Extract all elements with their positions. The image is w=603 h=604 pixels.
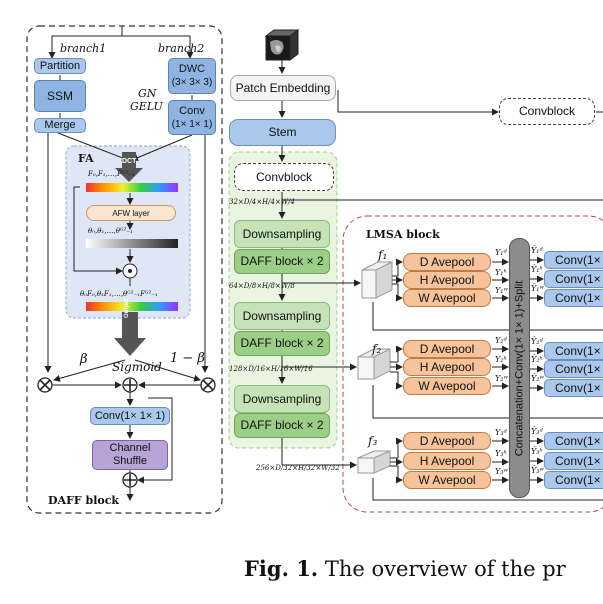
y-h2-label: Y₂ʰ <box>495 355 507 364</box>
conv-out-6: Conv(1× <box>544 379 603 397</box>
conv-out-5: Conv(1× <box>544 360 603 378</box>
branch1-label: branch1 <box>60 42 107 55</box>
daff-block-x2-3: DAFF block × 2 <box>234 413 330 438</box>
yhat-h2-label: Ŷ₂ʰ <box>531 355 543 364</box>
yhat-w2-label: Ŷ₂ʷ <box>531 374 544 383</box>
branch2-label: branch2 <box>158 42 205 55</box>
conv-out-9: Conv(1× <box>544 471 603 489</box>
sigmoid-label: Sigmoid <box>112 360 162 374</box>
yhat-w1-label: Ŷ₁ʷ <box>531 284 544 293</box>
yhat-d1-label: Ŷ₁ᵈ <box>531 246 543 255</box>
gelu-label: GELU <box>130 100 163 113</box>
w-avepool-1: W Avepool <box>403 289 491 307</box>
fa-title: FA <box>78 152 94 165</box>
daff-block-x2-1: DAFF block × 2 <box>234 249 330 274</box>
f2-label: f₂ <box>372 342 382 356</box>
conv-out-3: Conv(1× <box>544 289 603 307</box>
size-label-2: 64×D/8×H/8×W/8 <box>229 282 295 290</box>
size-label-4: 256×D/32×H/32×W/32 <box>256 464 340 472</box>
shuffle-label-2: Shuffle <box>112 455 148 467</box>
yhat-d3-label: Ŷ₃ᵈ <box>531 427 543 436</box>
y-d1-label: Y₁ᵈ <box>495 248 507 257</box>
yhat-w3-label: Ŷ₃ʷ <box>531 466 544 475</box>
partition-box: Partition <box>34 58 86 74</box>
dwc-box: DWC (3× 3× 3) <box>168 58 216 94</box>
ssm-box: SSM <box>34 80 86 112</box>
feature-cube-1 <box>361 261 393 299</box>
concat-label: Concatenation+Conv(1× 1× 1)+Split <box>513 280 526 456</box>
shuffle-label-1: Channel <box>109 442 151 454</box>
input-volume-icon <box>264 29 300 61</box>
f1-label: f₁ <box>378 248 388 262</box>
y-h3-label: Y₃ʰ <box>495 449 507 458</box>
channel-shuffle-box: Channel Shuffle <box>92 440 168 470</box>
y-w1-label: Y₁ʷ <box>495 286 508 295</box>
feature-cube-2 <box>357 348 391 380</box>
yhat-h1-label: Ŷ₁ʰ <box>531 265 543 274</box>
freq-bar-2 <box>86 302 178 311</box>
h-avepool-2: H Avepool <box>403 358 491 376</box>
weighted-sequence-label: θ₀F₀,θ₁F₁,…,θᴳ²₋₁Fᴳ²₋₁ <box>80 290 158 298</box>
figure-caption: Fig. 1. The overview of the pr <box>244 556 566 581</box>
stem-box: Stem <box>229 119 336 146</box>
lmsa-title: LMSA block <box>366 228 440 241</box>
conv-out-8: Conv(1× <box>544 452 603 470</box>
conv-out-1: Conv(1× <box>544 251 603 269</box>
convblock-right-box: Convblock <box>499 98 595 125</box>
dwc-label: DWC <box>178 63 206 75</box>
d-avepool-2: D Avepool <box>403 340 491 358</box>
size-label-1: 32×D/4×H/4×W/4 <box>229 198 295 206</box>
yhat-d2-label: Ŷ₂ᵈ <box>531 337 543 346</box>
lmsa-frame <box>342 215 603 513</box>
y-w2-label: Y₂ʷ <box>495 374 508 383</box>
h-avepool-3: H Avepool <box>403 452 491 470</box>
patch-embedding-box: Patch Embedding <box>230 75 336 101</box>
downsampling-3: Downsampling <box>234 385 330 413</box>
size-label-3: 128×D/16×H/16×W/16 <box>229 365 313 373</box>
weight-bar <box>86 239 178 248</box>
d-avepool-1: D Avepool <box>403 253 491 271</box>
yhat-h3-label: Ŷ₃ʰ <box>531 447 543 456</box>
conv-sub-label: (1× 1× 1) <box>171 118 213 130</box>
d-avepool-3: D Avepool <box>403 432 491 450</box>
feature-cube-3 <box>357 450 391 474</box>
conv-out-2: Conv(1× <box>544 270 603 288</box>
y-d3-label: Y₃ᵈ <box>495 428 507 437</box>
merge-box: Merge <box>34 118 86 133</box>
daff-block-frame <box>26 25 223 514</box>
convblock-box: Convblock <box>234 163 334 191</box>
y-w3-label: Y₃ʷ <box>495 467 508 476</box>
freq-sequence-label: F₀,F₁,…,Fᴳ²₋₁ <box>88 170 135 178</box>
one-minus-beta-label: 1 − β <box>170 351 205 366</box>
afw-layer-box: AFW layer <box>86 205 176 221</box>
conv-box: Conv (1× 1× 1) <box>168 100 216 135</box>
downsampling-2: Downsampling <box>234 302 330 330</box>
conv-out-7: Conv(1× <box>544 432 603 450</box>
caption-text: The overview of the pr <box>324 557 566 581</box>
beta-label: β <box>80 352 88 367</box>
y-d2-label: Y₂ᵈ <box>495 336 507 345</box>
h-avepool-1: H Avepool <box>403 271 491 289</box>
w-avepool-3: W Avepool <box>403 471 491 489</box>
output-label: Output <box>124 298 130 318</box>
f3-label: f₃ <box>368 434 378 448</box>
concat-conv-split-bar: Concatenation+Conv(1× 1× 1)+Split <box>509 238 530 498</box>
gn-label: GN <box>138 87 157 100</box>
daff-block-x2-2: DAFF block × 2 <box>234 331 330 356</box>
freq-bar-1 <box>86 183 178 192</box>
daff-block-title: DAFF block <box>48 494 120 507</box>
downsampling-1: Downsampling <box>234 220 330 248</box>
w-avepool-2: W Avepool <box>403 377 491 395</box>
caption-label: Fig. 1. <box>244 556 319 581</box>
dwc-sub-label: (3× 3× 3) <box>171 77 213 88</box>
dct-label: DCT <box>122 158 137 165</box>
conv111-box: Conv(1× 1× 1) <box>90 407 170 425</box>
y-h1-label: Y₁ʰ <box>495 268 507 277</box>
conv-label: Conv <box>179 104 205 117</box>
conv-out-4: Conv(1× <box>544 342 603 360</box>
theta-sequence-label: θ₀,θ₁,…,θᴳ²₋₁ <box>88 227 133 235</box>
